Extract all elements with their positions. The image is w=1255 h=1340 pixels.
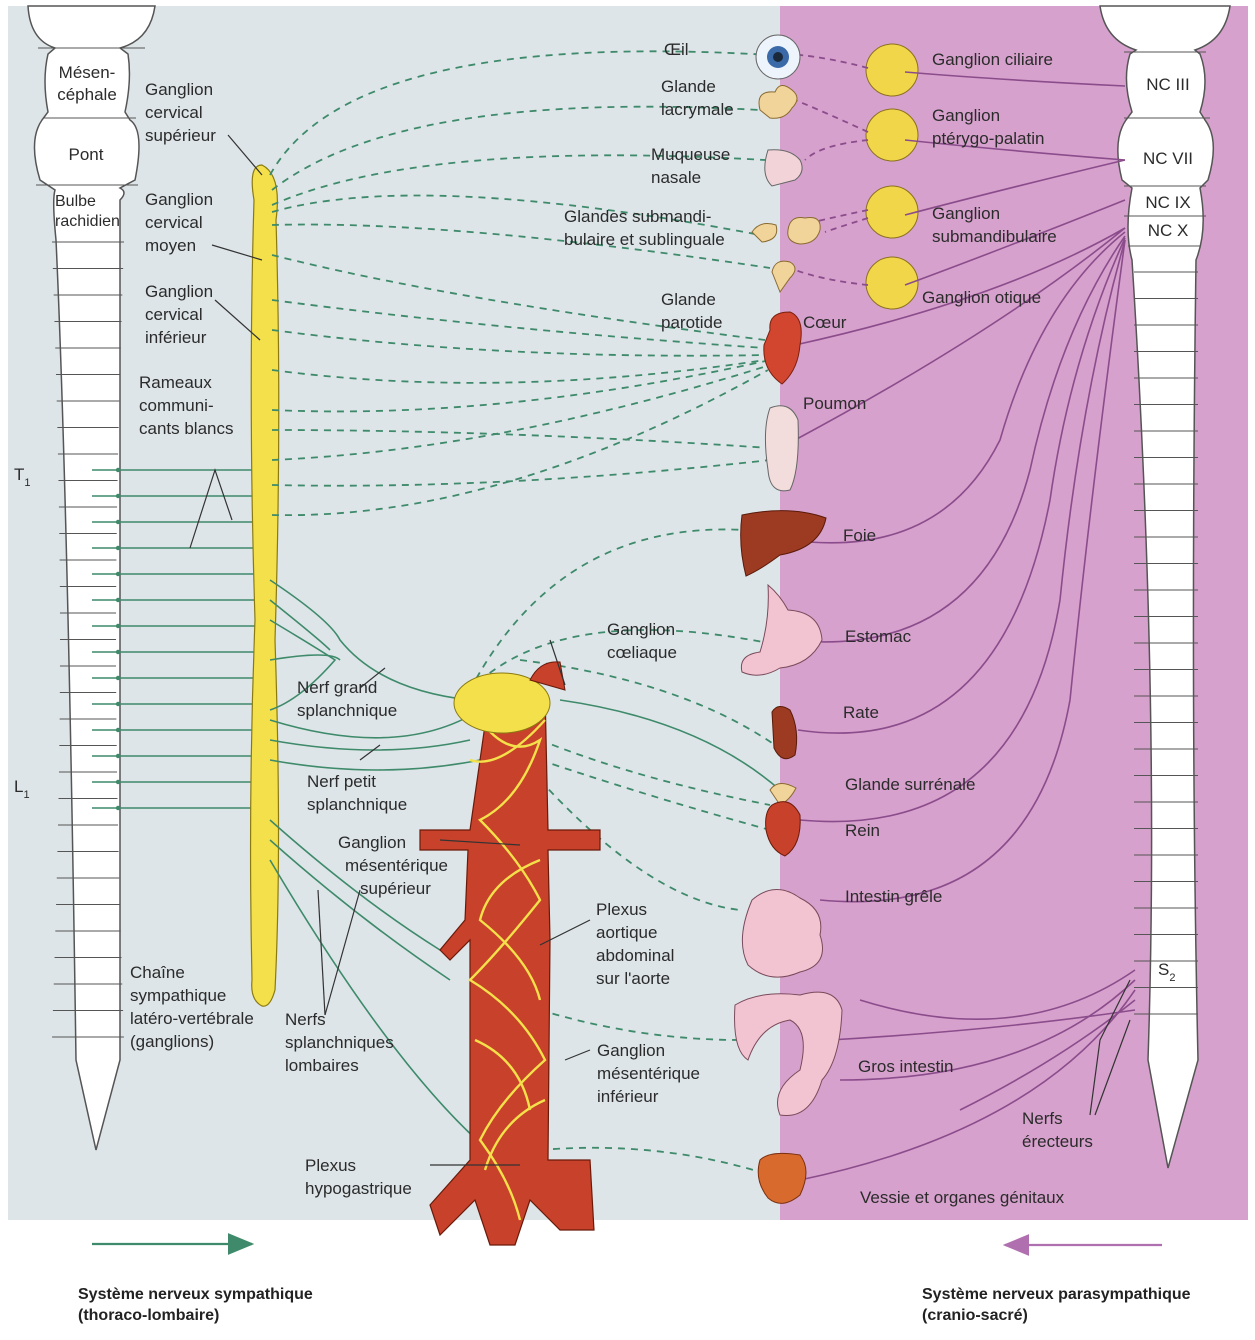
- ramus-dot: [116, 624, 120, 628]
- label-chaine-4: (ganglions): [130, 1032, 214, 1051]
- label-foie: Foie: [843, 526, 876, 545]
- label-pont: Pont: [69, 145, 104, 164]
- label-pterygo-2: ptérygo-palatin: [932, 129, 1044, 148]
- label-gcm-1: Ganglion: [145, 190, 213, 209]
- footer-parasympathetic-title: Système nerveux parasympathique: [922, 1284, 1191, 1305]
- label-coeliaque-2: cœliaque: [607, 643, 677, 662]
- label-lacrymale-1: Glande: [661, 77, 716, 96]
- ramus-dot: [116, 546, 120, 550]
- ramus-dot: [116, 468, 120, 472]
- label-gmi-2: mésentérique: [597, 1064, 700, 1083]
- ramus-dot: [116, 780, 120, 784]
- label-mesencephale-1: Mésen-: [59, 63, 116, 82]
- label-ciliaire: Ganglion ciliaire: [932, 50, 1053, 69]
- ramus-dot: [116, 650, 120, 654]
- label-gci-2: cervical: [145, 305, 203, 324]
- label-otique: Ganglion otique: [922, 288, 1041, 307]
- label-nerf-petit-1: Nerf petit: [307, 772, 376, 791]
- label-chaine-3: latéro-vertébrale: [130, 1009, 254, 1028]
- label-parotide-1: Glande: [661, 290, 716, 309]
- label-nc-iii: NC III: [1146, 75, 1189, 94]
- label-erecteurs-1: Nerfs: [1022, 1109, 1063, 1128]
- footer-parasympathetic-sub: (cranio-sacré): [922, 1305, 1191, 1326]
- footer-sympathetic-sub: (thoraco-lombaire): [78, 1305, 313, 1326]
- label-nerf-grand-1: Nerf grand: [297, 678, 377, 697]
- label-gcm-3: moyen: [145, 236, 196, 255]
- label-poumon: Poumon: [803, 394, 866, 413]
- label-submandibulaire-2: submandibulaire: [932, 227, 1057, 246]
- label-hypo-1: Plexus: [305, 1156, 356, 1175]
- label-gcs-2: cervical: [145, 103, 203, 122]
- lung: [765, 406, 798, 491]
- footer-sympathetic-title: Système nerveux sympathique: [78, 1284, 313, 1305]
- label-submandi-1: Glandes submandi-: [564, 207, 711, 226]
- label-chaine-1: Chaîne: [130, 963, 185, 982]
- label-rein: Rein: [845, 821, 880, 840]
- label-nerf-grand-2: splanchnique: [297, 701, 397, 720]
- label-nsl-2: splanchniques: [285, 1033, 394, 1052]
- label-nc-x: NC X: [1148, 221, 1189, 240]
- label-aortique-1: Plexus: [596, 900, 647, 919]
- label-coeliaque-1: Ganglion: [607, 620, 675, 639]
- ramus-dot: [116, 598, 120, 602]
- label-gmi-3: inférieur: [597, 1087, 659, 1106]
- label-nsl-3: lombaires: [285, 1056, 359, 1075]
- label-submandi-2: bulaire et sublinguale: [564, 230, 725, 249]
- ramus-dot: [116, 520, 120, 524]
- label-lacrymale-2: lacrymale: [661, 100, 734, 119]
- label-erecteurs-2: érecteurs: [1022, 1132, 1093, 1151]
- label-gmi-1: Ganglion: [597, 1041, 665, 1060]
- label-bulbe-1: Bulbe: [55, 193, 96, 210]
- label-intestin-grele: Intestin grêle: [845, 887, 942, 906]
- sympathetic-chain: [251, 165, 279, 1006]
- label-gci-3: inférieur: [145, 328, 207, 347]
- label-nc-ix: NC IX: [1145, 193, 1190, 212]
- ramus-dot: [116, 494, 120, 498]
- label-gci-1: Ganglion: [145, 282, 213, 301]
- label-pterygo-1: Ganglion: [932, 106, 1000, 125]
- label-parotide-2: parotide: [661, 313, 722, 332]
- label-chaine-2: sympathique: [130, 986, 226, 1005]
- label-surrenale: Glande surrénale: [845, 775, 975, 794]
- label-vessie: Vessie et organes génitaux: [860, 1188, 1065, 1207]
- label-rameaux-3: cants blancs: [139, 419, 234, 438]
- label-aortique-3: abdominal: [596, 946, 674, 965]
- label-estomac: Estomac: [845, 627, 912, 646]
- label-muqueuse-1: Muqueuse: [651, 145, 730, 164]
- label-muqueuse-2: nasale: [651, 168, 701, 187]
- label-gros-intestin: Gros intestin: [858, 1057, 953, 1076]
- label-oeil: Œil: [664, 40, 689, 59]
- label-gcs-1: Ganglion: [145, 80, 213, 99]
- footer-parasympathetic: Système nerveux parasympathique (cranio-…: [922, 1284, 1191, 1326]
- label-aortique-4: sur l'aorte: [596, 969, 670, 988]
- label-gcm-2: cervical: [145, 213, 203, 232]
- label-gcs-3: supérieur: [145, 126, 216, 145]
- sympathetic-background: [8, 6, 780, 1220]
- label-nc-vii: NC VII: [1143, 149, 1193, 168]
- label-nerf-petit-2: splanchnique: [307, 795, 407, 814]
- label-coeur: Cœur: [803, 313, 847, 332]
- label-aortique-2: aortique: [596, 923, 657, 942]
- ramus-dot: [116, 572, 120, 576]
- label-rate: Rate: [843, 703, 879, 722]
- ramus-dot: [116, 806, 120, 810]
- label-submandibulaire-1: Ganglion: [932, 204, 1000, 223]
- ramus-dot: [116, 728, 120, 732]
- footer-sympathetic: Système nerveux sympathique (thoraco-lom…: [78, 1284, 313, 1326]
- ramus-dot: [116, 676, 120, 680]
- label-hypo-2: hypogastrique: [305, 1179, 412, 1198]
- label-gms-2: mésentérique: [345, 856, 448, 875]
- label-mesencephale-2: céphale: [57, 85, 117, 104]
- label-gms-1: Ganglion: [338, 833, 406, 852]
- ramus-dot: [116, 754, 120, 758]
- label-nsl-1: Nerfs: [285, 1010, 326, 1029]
- label-rameaux-1: Rameaux: [139, 373, 212, 392]
- label-rameaux-2: communi-: [139, 396, 214, 415]
- eye: [756, 35, 800, 79]
- label-gms-3: supérieur: [360, 879, 431, 898]
- label-bulbe-2: rachidien: [55, 213, 120, 230]
- ramus-dot: [116, 702, 120, 706]
